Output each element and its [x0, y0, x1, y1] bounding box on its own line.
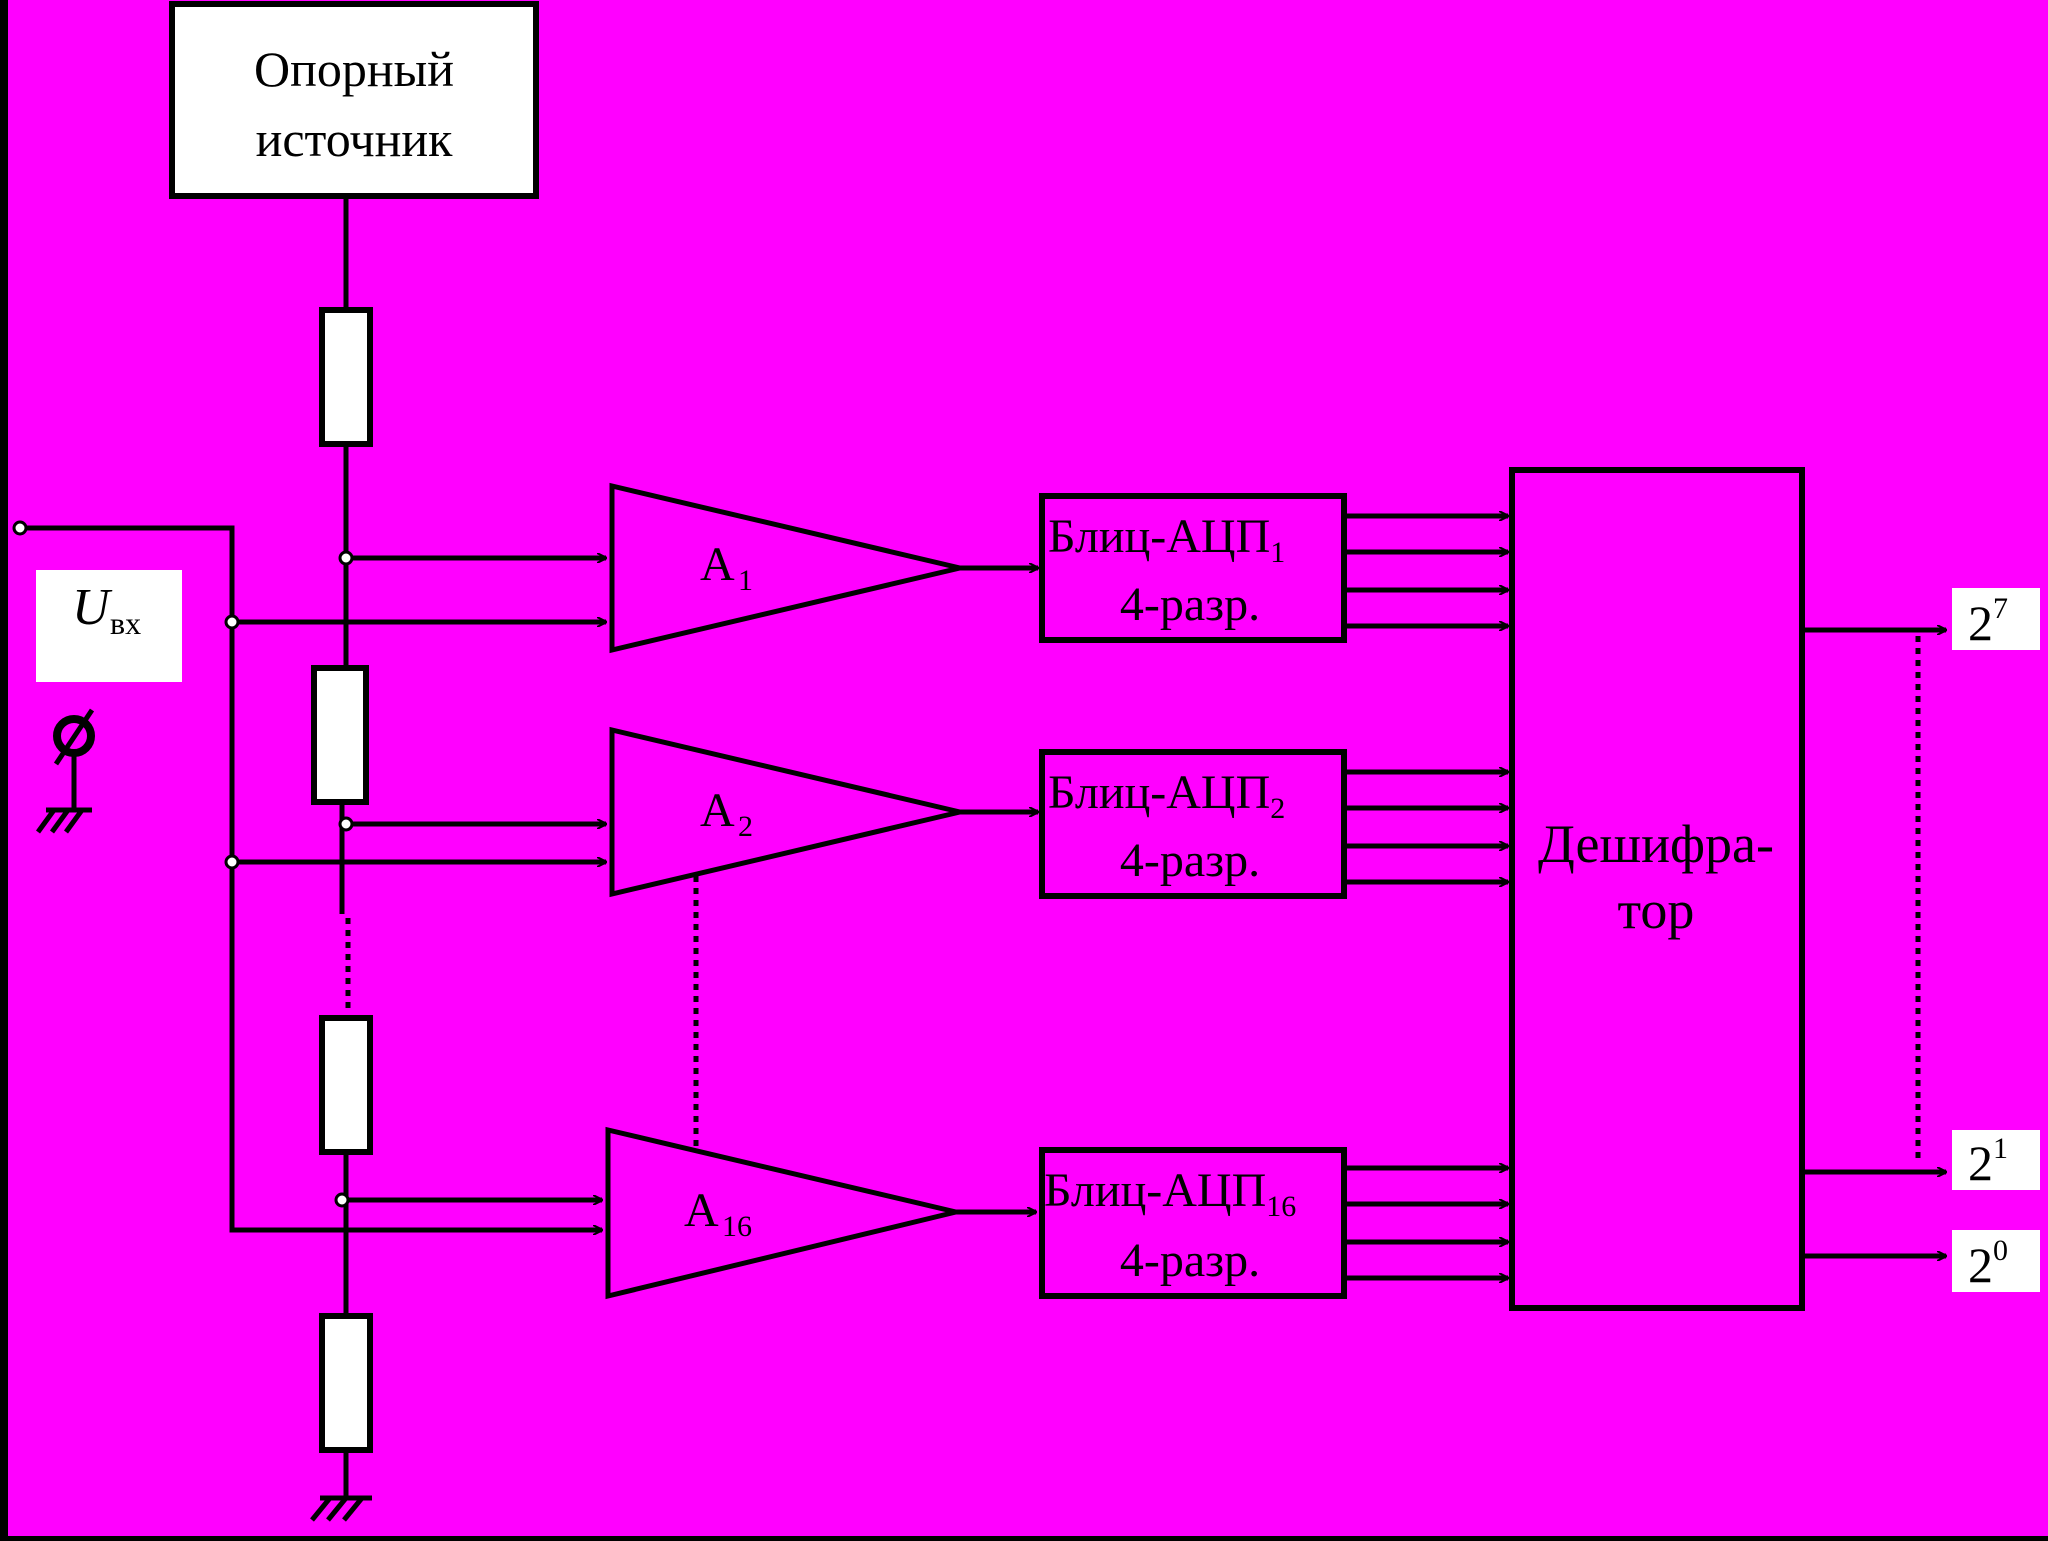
amplifier-output-wiring — [956, 568, 1038, 1212]
resistor-icon — [311, 665, 369, 805]
amplifier-input-wiring — [224, 550, 606, 1230]
decoder-block: Дешифра- тор — [1509, 467, 1805, 1311]
output-bit-7-base: 2 — [1968, 595, 1993, 651]
reference-source-label-line1: Опорный — [254, 41, 454, 97]
svg-text:27: 27 — [1968, 592, 2008, 651]
resistor-icon — [319, 1015, 373, 1155]
amplifier-a16-letter: A — [684, 1184, 719, 1237]
amplifier-a1-index: 1 — [738, 564, 753, 597]
flash-adc-1-index: 1 — [1270, 536, 1285, 569]
output-bit-7-exp: 7 — [1993, 592, 2008, 625]
output-bit-1: 21 — [1952, 1130, 2040, 1191]
flash-adc-16-name: Блиц-АЦП — [1044, 1164, 1266, 1217]
input-ground-icon — [35, 708, 95, 834]
output-bit-7: 27 — [1952, 588, 2040, 651]
terminal-icon — [12, 520, 28, 536]
flash-adc-16-bits: 4-разр. — [1120, 1234, 1260, 1287]
reference-source-block: Опорный источник — [169, 1, 539, 199]
svg-text:Блиц-АЦП2: Блиц-АЦП2 — [1048, 766, 1285, 825]
resistor-icon — [319, 1313, 373, 1453]
amplifier-triangle-icon — [609, 726, 961, 898]
amplifier-a2-index: 2 — [738, 810, 753, 843]
amplifier-a2-letter: A — [700, 784, 735, 837]
amplifier-a1-letter: A — [700, 538, 735, 591]
amplifier-triangle-icon — [609, 482, 961, 654]
decoder-label-line1: Дешифра- — [1538, 814, 1774, 874]
output-bit-0-exp: 0 — [1993, 1234, 2008, 1267]
resistor-icon — [319, 307, 373, 447]
adc-output-wiring — [1344, 516, 1508, 1278]
flash-adc-16: Блиц-АЦП16 4-разр. — [1039, 1147, 1347, 1299]
decoder-label-line2: тор — [1618, 880, 1695, 940]
flash-adc-2-index: 2 — [1270, 792, 1285, 825]
flash-adc-2: Блиц-АЦП2 4-разр. — [1039, 749, 1347, 899]
flash-adc-16-index: 16 — [1266, 1190, 1296, 1223]
flash-adc-2-bits: 4-разр. — [1120, 834, 1260, 887]
amplifier-a2: A 2 — [609, 726, 961, 898]
flash-adc-1-name: Блиц-АЦП — [1048, 510, 1270, 563]
output-bit-1-base: 2 — [1968, 1135, 1993, 1191]
output-bit-1-exp: 1 — [1993, 1132, 2008, 1165]
flash-adc-2-name: Блиц-АЦП — [1048, 766, 1270, 819]
input-voltage-label: U вх — [36, 570, 182, 682]
amplifier-a16: A 16 — [605, 1126, 957, 1300]
svg-text:Блиц-АЦП16: Блиц-АЦП16 — [1044, 1164, 1296, 1223]
input-subscript: вх — [110, 605, 141, 641]
reference-source-label-line2: источник — [256, 111, 454, 167]
svg-text:20: 20 — [1968, 1234, 2008, 1293]
flash-adc-1-bits: 4-разр. — [1120, 578, 1260, 631]
amplifier-a16-index: 16 — [722, 1210, 752, 1243]
input-symbol: U — [72, 579, 113, 636]
svg-text:21: 21 — [1968, 1132, 2008, 1191]
ground-icon — [310, 1495, 372, 1522]
decoder-output-wiring — [1802, 630, 1946, 1256]
amplifier-triangle-icon — [605, 1126, 957, 1300]
amplifier-a1: A 1 — [609, 482, 961, 654]
output-bit-0-base: 2 — [1968, 1237, 1993, 1293]
output-bit-0: 20 — [1952, 1230, 2040, 1293]
svg-text:Блиц-АЦП1: Блиц-АЦП1 — [1048, 510, 1285, 569]
flash-adc-1: Блиц-АЦП1 4-разр. — [1039, 493, 1347, 643]
